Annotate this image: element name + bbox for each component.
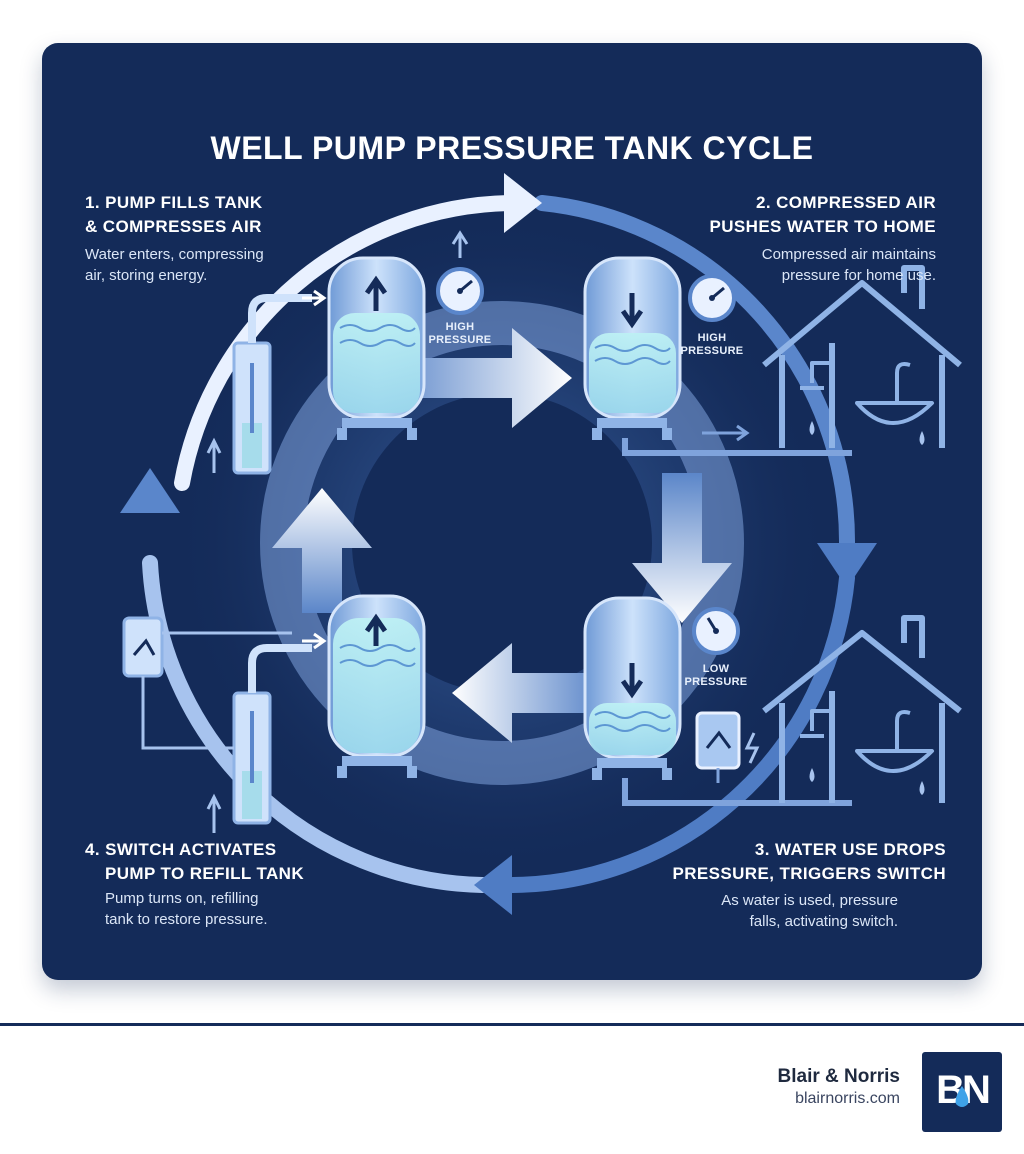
brand-logo: BN — [922, 1052, 1002, 1132]
step-4-title: 4. SWITCH ACTIVATES PUMP TO REFILL TANK — [85, 838, 304, 886]
arrow-top-right — [382, 328, 572, 428]
step-2-title: 2. COMPRESSED AIR PUSHES WATER TO HOME — [709, 191, 936, 239]
step-3-description: As water is used, pressure falls, activa… — [721, 890, 898, 932]
gauge-2-label-line-2: PRESSURE — [680, 345, 744, 357]
gauge-2-label-line-1: HIGH — [697, 332, 727, 344]
cycle-diagram — [120, 173, 962, 915]
step-3-title-line-2: PRESSURE, TRIGGERS SWITCH — [672, 864, 946, 883]
inner-core — [352, 393, 652, 693]
gauge-1-label-line-1: HIGH — [445, 321, 475, 333]
pressure-gauge-3 — [692, 607, 740, 655]
house-1-drops — [809, 421, 925, 445]
pressure-gauge-1 — [436, 230, 484, 315]
arrowhead-top — [504, 173, 542, 233]
outer-arrowheads — [120, 173, 877, 915]
inner-arrows — [272, 328, 732, 743]
water-drop-icon — [955, 1086, 969, 1107]
arrowhead-bottom — [474, 855, 512, 915]
gauge-2-label: HIGH PRESSURE — [667, 332, 757, 358]
house-1 — [762, 265, 962, 448]
step-4-title-line-2: PUMP TO REFILL TANK — [105, 864, 305, 883]
step-3-desc-line-2: falls, activating switch. — [749, 913, 898, 930]
tank-3 — [583, 596, 852, 806]
gauge-3-label: LOW PRESSURE — [671, 663, 761, 689]
step-2-desc-line-1: Compressed air maintains — [761, 246, 936, 263]
arrow-left-up — [272, 488, 372, 613]
arrowhead-right — [817, 543, 877, 588]
pressure-switch-4 — [122, 616, 292, 750]
step-3-desc-line-1: As water is used, pressure — [721, 892, 898, 909]
step-1-title: 1. PUMP FILLS TANK & COMPRESSES AIR — [85, 191, 263, 239]
step-4-desc-line-2: tank to restore pressure. — [105, 911, 268, 928]
step-3-title: 3. WATER USE DROPS PRESSURE, TRIGGERS SW… — [672, 838, 946, 886]
step-1-title-line-1: 1. PUMP FILLS TANK — [85, 193, 263, 212]
step-4-description: Pump turns on, refilling tank to restore… — [105, 888, 268, 930]
arrow-bottom-left — [452, 643, 602, 743]
brand-name: Blair & Norris — [777, 1066, 900, 1087]
footer-divider — [0, 1023, 1024, 1026]
step-2-desc-line-2: pressure for home use. — [781, 267, 936, 284]
step-1-description: Water enters, compressing air, storing e… — [85, 244, 264, 286]
house-2 — [762, 615, 962, 803]
tank-2 — [583, 256, 852, 456]
page-title: WELL PUMP PRESSURE TANK CYCLE — [210, 130, 814, 166]
step-3-title-line-1: 3. WATER USE DROPS — [754, 840, 946, 859]
tank-4 — [327, 594, 426, 778]
step-2-title-line-1: 2. COMPRESSED AIR — [756, 193, 936, 212]
diagram-panel: WELL PUMP PRESSURE TANK CYCLE 1. PUMP FI… — [42, 43, 982, 980]
tank-1 — [327, 256, 426, 440]
house-2-drops — [809, 768, 925, 795]
pump-4 — [206, 632, 327, 833]
arrowhead-left — [120, 468, 180, 513]
gauge-1-label: HIGH PRESSURE — [415, 321, 505, 347]
brand-website: blairnorris.com — [795, 1090, 900, 1107]
gauge-3-label-line-1: LOW — [702, 663, 730, 675]
pressure-switch-2 — [695, 711, 760, 783]
step-2-description: Compressed air maintains pressure for ho… — [762, 244, 936, 286]
step-1-desc-line-1: Water enters, compressing — [85, 246, 264, 263]
gauge-1-label-line-2: PRESSURE — [428, 334, 492, 346]
step-4-desc-line-1: Pump turns on, refilling — [105, 890, 259, 907]
gauge-3-label-line-2: PRESSURE — [684, 676, 748, 688]
pressure-gauge-2 — [688, 274, 736, 322]
step-4-title-line-1: 4. SWITCH ACTIVATES — [85, 840, 277, 859]
arrow-right-down — [632, 473, 732, 623]
step-2-title-line-2: PUSHES WATER TO HOME — [709, 217, 936, 236]
pump-1 — [206, 289, 327, 475]
step-1-title-line-2: & COMPRESSES AIR — [85, 217, 262, 236]
step-1-desc-line-2: air, storing energy. — [85, 267, 208, 284]
